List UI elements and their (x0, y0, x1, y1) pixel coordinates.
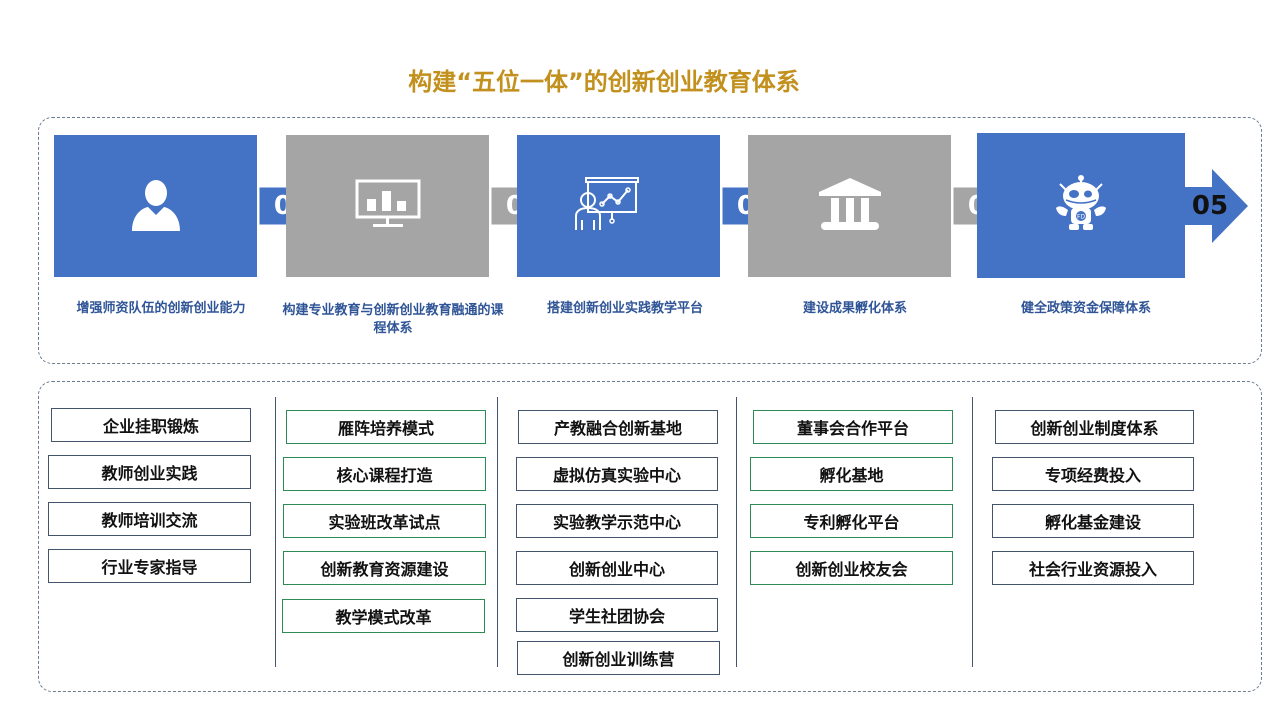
column-3-item: 虚拟仿真实验中心 (516, 457, 718, 491)
presenter-icon (574, 176, 640, 236)
column-4-item: 专利孵化平台 (750, 504, 953, 538)
step-block-2 (286, 135, 489, 277)
column-divider (275, 397, 276, 667)
column-3-item: 创新创业中心 (516, 551, 718, 585)
step-block-3 (517, 135, 720, 277)
column-4-item: 董事会合作平台 (753, 410, 953, 444)
column-3-item: 实验教学示范中心 (516, 504, 718, 538)
svg-text:FD: FD (1077, 213, 1085, 220)
step-arrow-5: 05 (1182, 169, 1250, 243)
step-caption-5: 健全政策资金保障体系 (1020, 301, 1151, 316)
column-3-item: 学生社团协会 (516, 598, 718, 632)
column-divider (497, 397, 498, 667)
column-4-item: 孵化基地 (750, 457, 953, 491)
column-1-item: 企业挂职锻炼 (51, 408, 251, 442)
column-2-item: 创新教育资源建设 (283, 551, 486, 585)
column-3-item: 创新创业训练营 (517, 641, 720, 675)
column-3-item: 产教融合创新基地 (518, 410, 718, 444)
column-1-item: 教师培训交流 (48, 502, 251, 536)
step-number-5: 05 (1191, 191, 1229, 221)
column-1-item: 行业专家指导 (48, 549, 251, 583)
column-5-item: 创新创业制度体系 (995, 410, 1194, 444)
step-caption-2: 构建专业教育与创新创业教育融通的课程体系 (282, 303, 504, 336)
column-2-item: 雁阵培养模式 (286, 410, 486, 444)
column-4-item: 创新创业校友会 (750, 551, 953, 585)
column-2-item: 实验班改革试点 (283, 504, 486, 538)
robot-icon: FD (1050, 174, 1112, 238)
monitor-chart-icon (355, 179, 421, 233)
step-caption-1: 增强师资队伍的创新创业能力 (76, 301, 246, 316)
column-divider (736, 397, 737, 667)
column-2-item: 教学模式改革 (282, 599, 485, 633)
step-caption-3: 搭建创新创业实践教学平台 (546, 301, 703, 316)
column-2-item: 核心课程打造 (283, 457, 486, 491)
column-divider (972, 397, 973, 667)
step-block-1 (54, 135, 257, 277)
institution-icon (817, 176, 883, 236)
details-panel (38, 381, 1262, 692)
column-5-item: 孵化基金建设 (992, 504, 1194, 538)
page-title: 构建“五位一体”的创新创业教育体系 (408, 68, 800, 96)
column-1-item: 教师创业实践 (48, 455, 251, 489)
step-block-5: FD (977, 133, 1185, 278)
user-icon (128, 175, 184, 237)
column-5-item: 专项经费投入 (992, 457, 1194, 491)
step-block-4 (748, 135, 951, 277)
step-caption-4: 建设成果孵化体系 (802, 301, 907, 316)
column-5-item: 社会行业资源投入 (992, 551, 1194, 585)
steps-panel (38, 117, 1262, 364)
